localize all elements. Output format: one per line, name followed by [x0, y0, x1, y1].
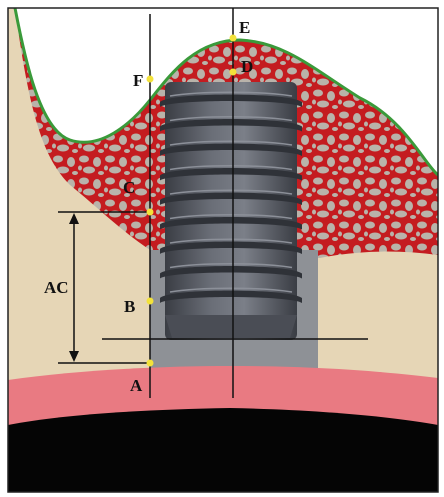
marker-c	[147, 209, 154, 216]
label-e: E	[239, 18, 250, 37]
label-d: D	[241, 57, 253, 76]
implant-threads	[160, 92, 302, 303]
marker-f	[147, 76, 154, 83]
label-a: A	[130, 376, 143, 395]
label-f: F	[133, 71, 143, 90]
label-ac: AC	[44, 278, 69, 297]
base-region	[8, 408, 438, 492]
implant	[160, 82, 302, 340]
marker-b	[147, 298, 154, 305]
label-c: C	[123, 178, 135, 197]
marker-a	[147, 360, 154, 367]
marker-d	[230, 69, 237, 76]
marker-e	[230, 35, 237, 42]
label-b: B	[124, 297, 135, 316]
